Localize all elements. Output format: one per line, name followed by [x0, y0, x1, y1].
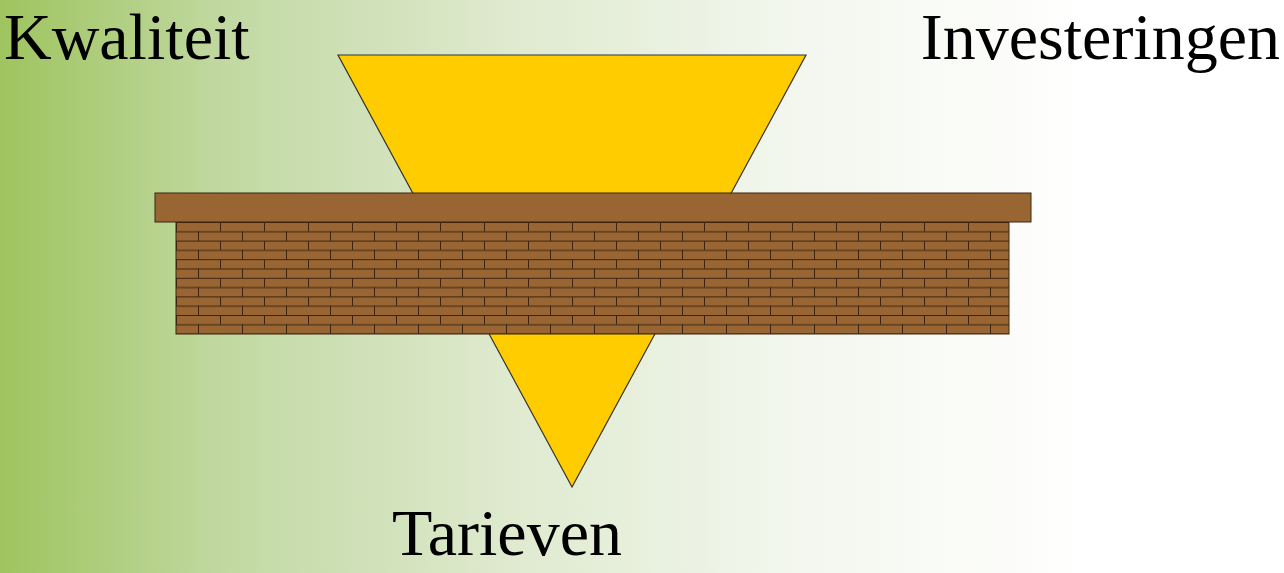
- corner-label: Kwaliteit: [4, 4, 250, 70]
- corner-label: Tarieven: [392, 500, 622, 566]
- corner-label: Investeringen: [921, 4, 1280, 70]
